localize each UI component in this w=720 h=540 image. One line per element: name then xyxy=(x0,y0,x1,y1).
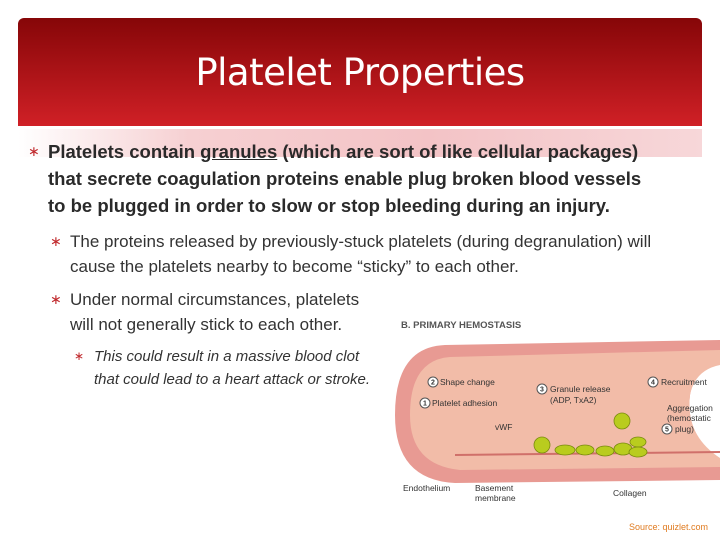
label-collagen: Collagen xyxy=(613,488,647,498)
svg-text:1: 1 xyxy=(423,401,427,408)
label-step1: Platelet adhesion xyxy=(432,398,497,408)
bullet-icon: ∗ xyxy=(50,291,62,307)
slide-title: Platelet Properties xyxy=(195,50,525,94)
svg-text:5: 5 xyxy=(665,427,669,434)
main-bullet: ∗ Platelets contain granules (which are … xyxy=(28,138,658,219)
label-step3a: Granule release xyxy=(550,384,611,394)
label-endothelium: Endothelium xyxy=(403,483,450,493)
bullet-icon: ∗ xyxy=(28,143,40,159)
label-step5c: plug) xyxy=(675,424,694,434)
sub-bullet: ∗ Under normal circumstances, platelets … xyxy=(50,287,380,337)
label-basement: Basement xyxy=(475,483,514,493)
label-membrane: membrane xyxy=(475,493,516,503)
highlight-band xyxy=(18,129,702,157)
sub-bullet: ∗ The proteins released by previously-st… xyxy=(50,229,690,279)
source-credit: Source: quizlet.com xyxy=(628,522,708,532)
bullet-icon: ∗ xyxy=(74,349,85,363)
label-step2: Shape change xyxy=(440,377,495,387)
sub-sub-bullet: ∗ This could result in a massive blood c… xyxy=(74,345,388,391)
diagram-heading: B. PRIMARY HEMOSTASIS xyxy=(401,320,521,331)
svg-text:3: 3 xyxy=(540,387,544,394)
bullet-list: ∗ Platelets contain granules (which are … xyxy=(28,138,700,391)
svg-text:2: 2 xyxy=(431,380,435,387)
hemostasis-diagram: B. PRIMARY HEMOSTASIS Shape change Plate… xyxy=(395,320,720,503)
label-step5b: (hemostatic xyxy=(667,413,712,423)
title-bar: Platelet Properties xyxy=(18,18,702,126)
label-step3b: (ADP, TxA2) xyxy=(550,395,597,405)
label-step4: Recruitment xyxy=(661,377,707,387)
platelets xyxy=(533,412,648,458)
label-vwf: vWF xyxy=(495,422,512,432)
bullet-icon: ∗ xyxy=(50,233,62,249)
label-step5a: Aggregation xyxy=(667,403,713,413)
granules-link: granules xyxy=(200,141,278,162)
svg-text:4: 4 xyxy=(651,380,655,387)
